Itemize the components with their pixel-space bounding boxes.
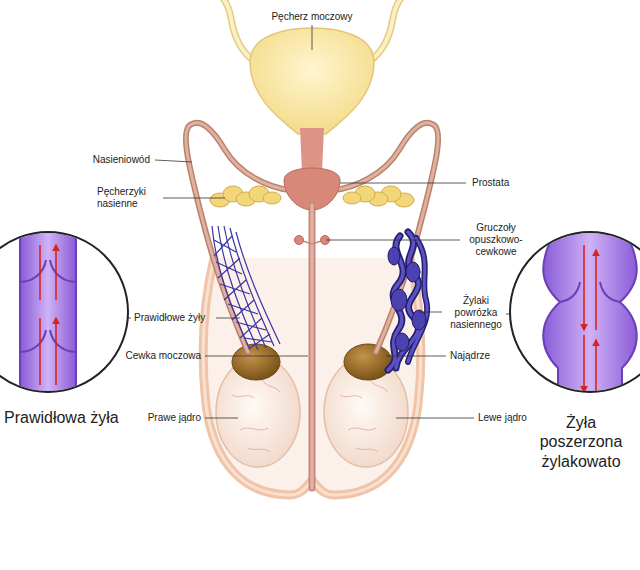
urethra — [312, 205, 313, 488]
varicose-vein-magnifier — [595, 250, 597, 330]
leader-line — [205, 356, 308, 357]
part-label: Prostata — [472, 177, 509, 189]
normal-vein-magnifier — [20, 260, 76, 282]
caption-label: Żyła poszerzona żylakowato — [525, 413, 637, 471]
part-label: Prawe jądro — [148, 412, 201, 424]
varicose-veins — [388, 247, 400, 265]
varicose-veins — [388, 232, 427, 370]
varicose-vein-magnifier — [595, 340, 597, 392]
part-label: Żylaki powrózka nasiennego — [446, 295, 506, 331]
seminal-vesicle — [343, 192, 361, 204]
testis — [232, 380, 280, 452]
varicose-vein-magnifier — [560, 282, 620, 302]
varicose-veins — [412, 310, 426, 330]
leader-line — [155, 160, 192, 162]
varicose-veins — [395, 333, 409, 351]
varicose-vein-magnifier — [583, 335, 585, 392]
normal-vein-magnifier — [40, 245, 56, 300]
normal-vein-magnifier — [20, 225, 76, 400]
bulbourethral-gland — [295, 236, 304, 245]
normal-vein-magnifier — [20, 330, 76, 352]
seminal-vesicle — [263, 192, 281, 204]
epididymis — [344, 344, 392, 380]
bladder-neck — [300, 128, 324, 172]
caption-label: Prawidłowa żyła — [4, 408, 119, 427]
part-label: Prawidłowe żyły — [134, 312, 205, 324]
urethra — [311, 205, 314, 488]
normal-veins — [236, 232, 280, 344]
normal-veins — [230, 228, 274, 346]
part-label: Gruczoły opuszkowo-cewkowe — [464, 222, 528, 258]
varicose-vein-magnifier — [583, 245, 585, 330]
varicose-vein-magnifier — [510, 232, 640, 392]
part-label: Pęcherzyki nasienne — [97, 186, 159, 210]
varicose-veins — [406, 262, 420, 282]
bladder-neck — [300, 128, 324, 172]
part-label: Nasieniowód — [93, 154, 150, 166]
normal-vein-magnifier — [40, 318, 56, 385]
normal-veins — [212, 226, 280, 350]
leader-line — [340, 183, 466, 184]
vas-deferens — [334, 123, 438, 352]
varicose-vein-magnifier — [510, 224, 640, 400]
normal-vein-magnifier — [20, 225, 76, 400]
vas-deferens — [334, 123, 438, 352]
part-label: Najądrze — [450, 350, 490, 362]
varicose-vein-magnifier — [543, 225, 637, 400]
leader-line — [326, 240, 460, 241]
normal-vein-magnifier — [20, 225, 76, 400]
testis — [340, 380, 388, 452]
normal-veins — [214, 236, 270, 348]
leader-line — [386, 356, 446, 357]
leader-line — [205, 418, 238, 419]
epididymis — [232, 344, 280, 380]
normal-vein-magnifier — [0, 232, 128, 392]
varicose-vein-magnifier — [543, 224, 637, 400]
varicose-veins — [391, 289, 407, 311]
part-label: Cewka moczowa — [125, 350, 201, 362]
normal-vein-magnifier — [0, 225, 128, 400]
urethra — [309, 205, 316, 488]
leader-line — [163, 198, 225, 199]
varicose-veins — [408, 238, 427, 362]
leader-line — [312, 25, 313, 50]
normal-veins — [214, 240, 272, 342]
bulbourethral-gland — [295, 236, 330, 245]
part-label: Lewe jądro — [478, 412, 527, 424]
part-label: Pęcherz moczowy — [271, 11, 352, 23]
leader-line — [396, 418, 474, 419]
